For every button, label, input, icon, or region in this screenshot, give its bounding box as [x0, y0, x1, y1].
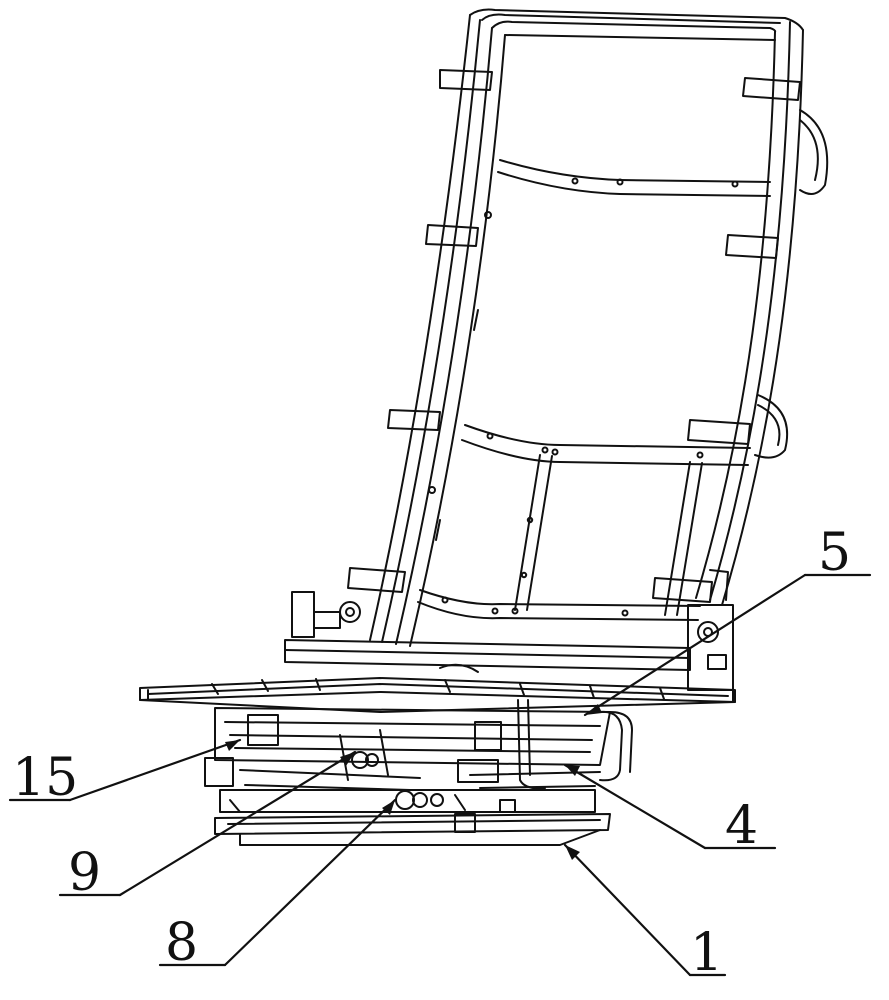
callout-15: 15	[12, 748, 78, 808]
leader-lines	[10, 575, 870, 975]
callout-9: 9	[68, 843, 101, 903]
backrest-frame	[348, 10, 827, 646]
callout-4: 4	[725, 796, 758, 856]
callout-1: 1	[690, 923, 723, 983]
seat-pan-frame	[140, 665, 735, 712]
callout-8: 8	[165, 913, 198, 973]
arrowheads	[225, 704, 602, 860]
slide-mechanism	[205, 700, 632, 809]
callout-5: 5	[818, 523, 851, 583]
